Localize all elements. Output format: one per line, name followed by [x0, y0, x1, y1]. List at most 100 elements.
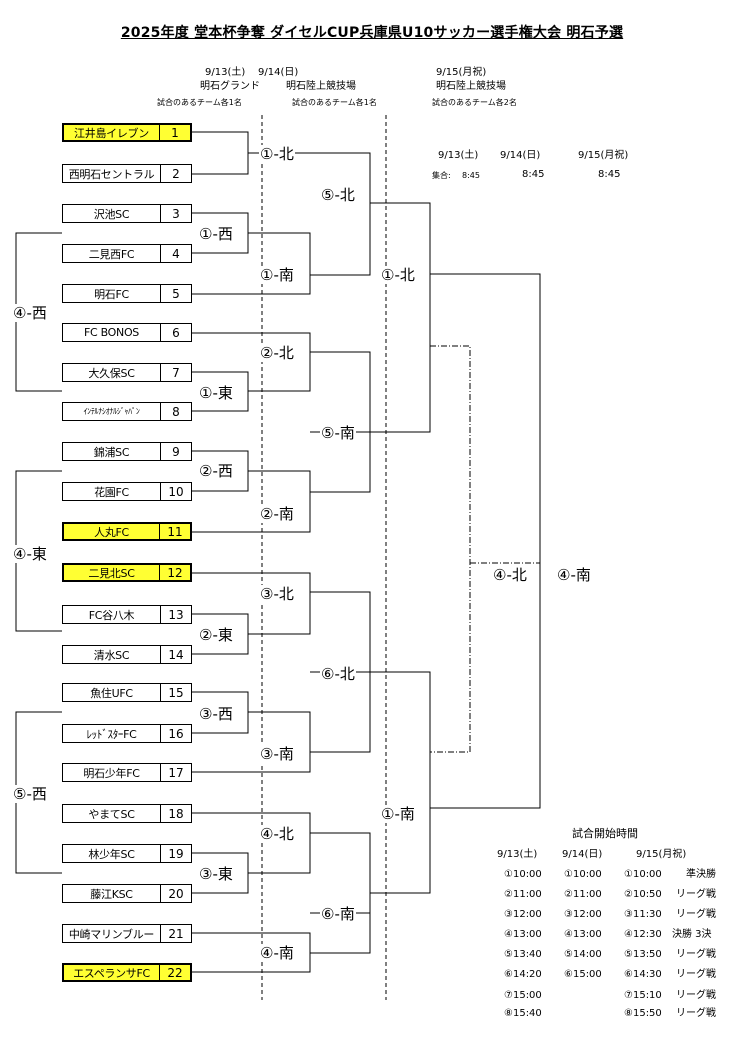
schedule-cell: ④13:00 — [564, 929, 602, 940]
schedule-cell: ④13:00 — [504, 929, 542, 940]
header-col2-note: 試合のあるチーム各1名 — [292, 98, 377, 107]
header-col1-note: 試合のあるチーム各1名 — [157, 98, 242, 107]
team-entry: 清水SC 14 — [62, 645, 192, 664]
schedule-note: 決勝 3決 — [672, 929, 712, 940]
header-col1-date: 9/13(土) — [205, 67, 246, 78]
schedule-cell: ③12:00 — [504, 909, 542, 920]
match-label: ③-南 — [259, 745, 295, 763]
team-entry: 中崎マリンブルー 21 — [62, 924, 192, 943]
match-label: ②-北 — [259, 344, 295, 362]
team-name: 江井島イレブン — [64, 125, 160, 140]
schedule-note: リーグ戦 — [676, 909, 716, 920]
team-number: 13 — [168, 607, 184, 622]
schedule-cell: ⑥15:00 — [564, 969, 602, 980]
team-entry: エスペランサFC 22 — [62, 963, 192, 982]
team-number: 20 — [168, 886, 184, 901]
match-label: ①-東 — [198, 384, 234, 402]
match-label: ①-西 — [198, 225, 234, 243]
match-label: ①-南 — [259, 266, 295, 284]
schedule-cell: ⑥14:20 — [504, 969, 542, 980]
schedule-note: リーグ戦 — [676, 990, 716, 1001]
schedule-cell: ⑤13:40 — [504, 949, 542, 960]
assembly-time-3: 8:45 — [598, 169, 621, 180]
schedule-cell: ⑦15:00 — [504, 990, 542, 1001]
match-label: ②-東 — [198, 626, 234, 644]
team-entry: 沢池SC 3 — [62, 204, 192, 223]
assembly-label: 集合: — [432, 171, 451, 180]
schedule-cell: ⑤14:00 — [564, 949, 602, 960]
third-place-label: ④-北 — [492, 566, 528, 584]
final-label: ④-南 — [556, 566, 592, 584]
schedule-cell: ③11:30 — [624, 909, 662, 920]
team-number: 11 — [167, 524, 183, 539]
schedule-head-3: 9/15(月祝) — [636, 849, 687, 860]
schedule-cell: ②10:50 — [624, 889, 662, 900]
league-label: ④-東 — [12, 545, 48, 563]
team-number: 19 — [168, 846, 184, 861]
match-label: ④-南 — [259, 944, 295, 962]
schedule-cell: ③12:00 — [564, 909, 602, 920]
schedule-cell: ④12:30 — [624, 929, 662, 940]
team-name: 中崎マリンブルー — [63, 925, 161, 942]
match-label: ②-南 — [259, 505, 295, 523]
team-name: エスペランサFC — [64, 965, 160, 980]
schedule-note: リーグ戦 — [676, 1008, 716, 1019]
match-label: ③-東 — [198, 865, 234, 883]
schedule-note: リーグ戦 — [676, 889, 716, 900]
team-name: 明石少年FC — [63, 764, 161, 781]
schedule-cell: ⑤13:50 — [624, 949, 662, 960]
team-number: 8 — [172, 404, 180, 419]
header-col3-date: 9/15(月祝) — [436, 67, 487, 78]
team-number: 21 — [168, 926, 184, 941]
team-number: 14 — [168, 647, 184, 662]
team-number: 9 — [172, 444, 180, 459]
team-entry: 江井島イレブン 1 — [62, 123, 192, 142]
team-name: 二見西FC — [63, 245, 161, 262]
assembly-time-2: 8:45 — [522, 169, 545, 180]
team-number: 3 — [172, 206, 180, 221]
match-label: ⑤-南 — [320, 424, 356, 442]
schedule-cell: ①10:00 — [624, 869, 662, 880]
schedule-head-2: 9/14(日) — [562, 849, 603, 860]
team-number: 10 — [168, 484, 184, 499]
team-name: 沢池SC — [63, 205, 161, 222]
team-name: 藤江KSC — [63, 885, 161, 902]
team-number: 5 — [172, 286, 180, 301]
team-name: 明石FC — [63, 285, 161, 302]
team-name: やまてSC — [63, 805, 161, 822]
team-name: ﾚｯﾄﾞｽﾀｰFC — [63, 725, 161, 742]
header-col3-note: 試合のあるチーム各2名 — [432, 98, 517, 107]
team-entry: 明石FC 5 — [62, 284, 192, 303]
team-name: 魚住UFC — [63, 684, 161, 701]
schedule-cell: ⑦15:10 — [624, 990, 662, 1001]
assembly-date-3: 9/15(月祝) — [578, 150, 629, 161]
team-number: 16 — [168, 726, 184, 741]
team-number: 7 — [172, 365, 180, 380]
team-name: 西明石セントラル — [63, 165, 161, 182]
league-label: ⑤-西 — [12, 785, 48, 803]
match-label: ⑥-北 — [320, 665, 356, 683]
team-name: 林少年SC — [63, 845, 161, 862]
team-number: 1 — [171, 125, 179, 140]
team-name: 清水SC — [63, 646, 161, 663]
team-entry: ﾚｯﾄﾞｽﾀｰFC 16 — [62, 724, 192, 743]
match-label: ③-西 — [198, 705, 234, 723]
semifinal-label: ①-南 — [380, 805, 416, 823]
team-number: 18 — [168, 806, 184, 821]
schedule-cell: ②11:00 — [504, 889, 542, 900]
team-name: 二見北SC — [64, 565, 160, 580]
team-entry: やまてSC 18 — [62, 804, 192, 823]
schedule-head-1: 9/13(土) — [497, 849, 538, 860]
header-col2-venue: 明石陸上競技場 — [286, 81, 356, 92]
team-number: 22 — [167, 965, 183, 980]
team-name: 花園FC — [63, 483, 161, 500]
schedule-cell: ⑧15:50 — [624, 1008, 662, 1019]
